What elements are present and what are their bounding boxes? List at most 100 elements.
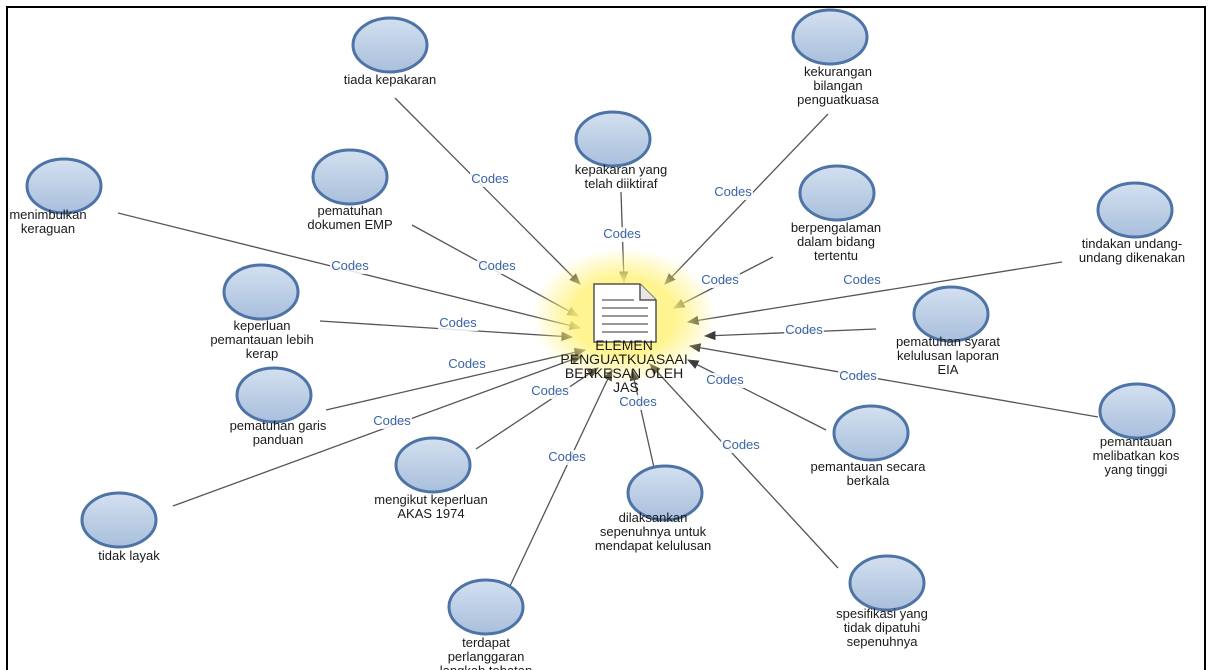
edge-tiada-kepakaran[interactable] <box>394 97 581 285</box>
edge-label-codes: Codes <box>722 437 760 452</box>
node-label-line: dalam bidang <box>797 234 875 249</box>
node-circle[interactable] <box>222 263 300 321</box>
edge-tindakan-undang-undang-dikenakan[interactable] <box>686 261 1063 325</box>
edge-label-codes: Codes <box>471 171 509 186</box>
node-label-line: undang dikenakan <box>1079 250 1185 265</box>
edge-tidak-layak[interactable] <box>172 355 584 507</box>
node-label-line: kerap <box>246 346 279 361</box>
center-node[interactable]: ELEMEN PENGUATKUASAAI BERKESAN OLEH JAS <box>532 248 716 395</box>
edge-label-codes: Codes <box>478 258 516 273</box>
edge-dilaksankan-sepenuhnya-untuk-mendapat-kelulusan[interactable] <box>629 368 656 473</box>
node-label-line: dokumen EMP <box>307 217 392 232</box>
edge-label-codes: Codes <box>843 272 881 287</box>
node-label-line: keraguan <box>21 221 75 236</box>
node-circle[interactable] <box>1096 181 1174 239</box>
node-label-line: panduan <box>253 432 304 447</box>
edge-label-codes: Codes <box>373 413 411 428</box>
edge-pemantauan-melibatkan-kos-yang-tinggi[interactable] <box>688 343 1099 418</box>
node-label-line: mengikut keperluan <box>374 492 487 507</box>
center-label: ELEMEN PENGUATKUASAAI BERKESAN OLEH JAS <box>560 337 691 395</box>
node-circle[interactable] <box>351 16 429 74</box>
node-circle[interactable] <box>447 578 525 636</box>
node-label-line: mendapat kelulusan <box>595 538 711 553</box>
edge-label-bg <box>784 323 824 338</box>
node-label-line: langkah tebatan <box>440 663 533 670</box>
edge-label-bg <box>477 259 517 274</box>
center-label-line: ELEMEN <box>595 337 653 353</box>
node-label-line: tertentu <box>814 248 858 263</box>
node-label-line: telah diiktiraf <box>585 176 658 191</box>
node-terdapat-perlanggaran-langkah-tebatan[interactable]: terdapatperlanggaranlangkah tebatan <box>440 578 533 670</box>
edge-label-codes: Codes <box>603 226 641 241</box>
node-label-line: penguatkuasa <box>797 92 879 107</box>
node-label: terdapatperlanggaranlangkah tebatan <box>440 635 533 670</box>
edge-label-bg <box>372 414 412 429</box>
edge-label-codes: Codes <box>785 322 823 337</box>
edge-pemantauan-secara-berkala[interactable] <box>686 359 827 431</box>
edge-label-codes: Codes <box>839 368 877 383</box>
node-circle[interactable] <box>235 366 313 424</box>
node-circle[interactable] <box>791 8 869 66</box>
edge-spesifikasi-yang-tidak-dipatuhi-sepenuhnya[interactable] <box>649 363 839 569</box>
edge-mengikut-keperluan-akas-1974[interactable] <box>475 367 599 450</box>
node-circle[interactable] <box>1098 382 1176 440</box>
edge-terdapat-perlanggaran-langkah-tebatan[interactable] <box>509 368 613 587</box>
node-label-line: pemantauan <box>1100 434 1172 449</box>
node-label-line: tindakan undang- <box>1082 236 1182 251</box>
center-label-line: PENGUATKUASAAI <box>560 351 687 367</box>
node-circle[interactable] <box>798 164 876 222</box>
node-tidak-layak[interactable]: tidak layak <box>80 491 160 563</box>
edge-label-bg <box>838 369 878 384</box>
node-circle[interactable] <box>832 404 910 462</box>
node-label-line: dilaksankan <box>619 510 688 525</box>
edge-label-codes: Codes <box>701 272 739 287</box>
node-label-line: melibatkan kos <box>1093 448 1180 463</box>
edge-label-bg <box>438 316 478 331</box>
node-circle[interactable] <box>311 148 389 206</box>
node-label-line: berpengalaman <box>791 220 881 235</box>
node-tiada-kepakaran[interactable]: tiada kepakaran <box>344 16 437 87</box>
edge-label-codes: Codes <box>706 372 744 387</box>
edge-pematuhan-garis-panduan[interactable] <box>325 347 587 411</box>
edge-label-bg <box>602 227 642 242</box>
edge-label-codes: Codes <box>548 449 586 464</box>
node-label-line: terdapat <box>462 635 510 650</box>
center-label-line: BERKESAN OLEH <box>565 365 683 381</box>
node-label-line: pematuhan garis <box>230 418 327 433</box>
node-circle[interactable] <box>80 491 158 549</box>
node-circle[interactable] <box>626 464 704 522</box>
node-tindakan-undang-undang-dikenakan[interactable]: tindakan undang-undang dikenakan <box>1079 181 1185 265</box>
node-label: tiada kepakaran <box>344 72 437 87</box>
node-circle[interactable] <box>25 157 103 215</box>
node-label-line: kelulusan laporan <box>897 348 999 363</box>
node-circle[interactable] <box>574 110 652 168</box>
node-label-line: tidak dipatuhi <box>844 620 921 635</box>
node-label-line: pematuhan syarat <box>896 334 1000 349</box>
node-circle[interactable] <box>848 554 926 612</box>
node-circle[interactable] <box>912 285 990 343</box>
node-label-line: kepakaran yang <box>575 162 668 177</box>
node-circle[interactable] <box>394 436 472 494</box>
document-icon <box>593 283 657 343</box>
node-label-line: pemantauan lebih <box>210 332 313 347</box>
